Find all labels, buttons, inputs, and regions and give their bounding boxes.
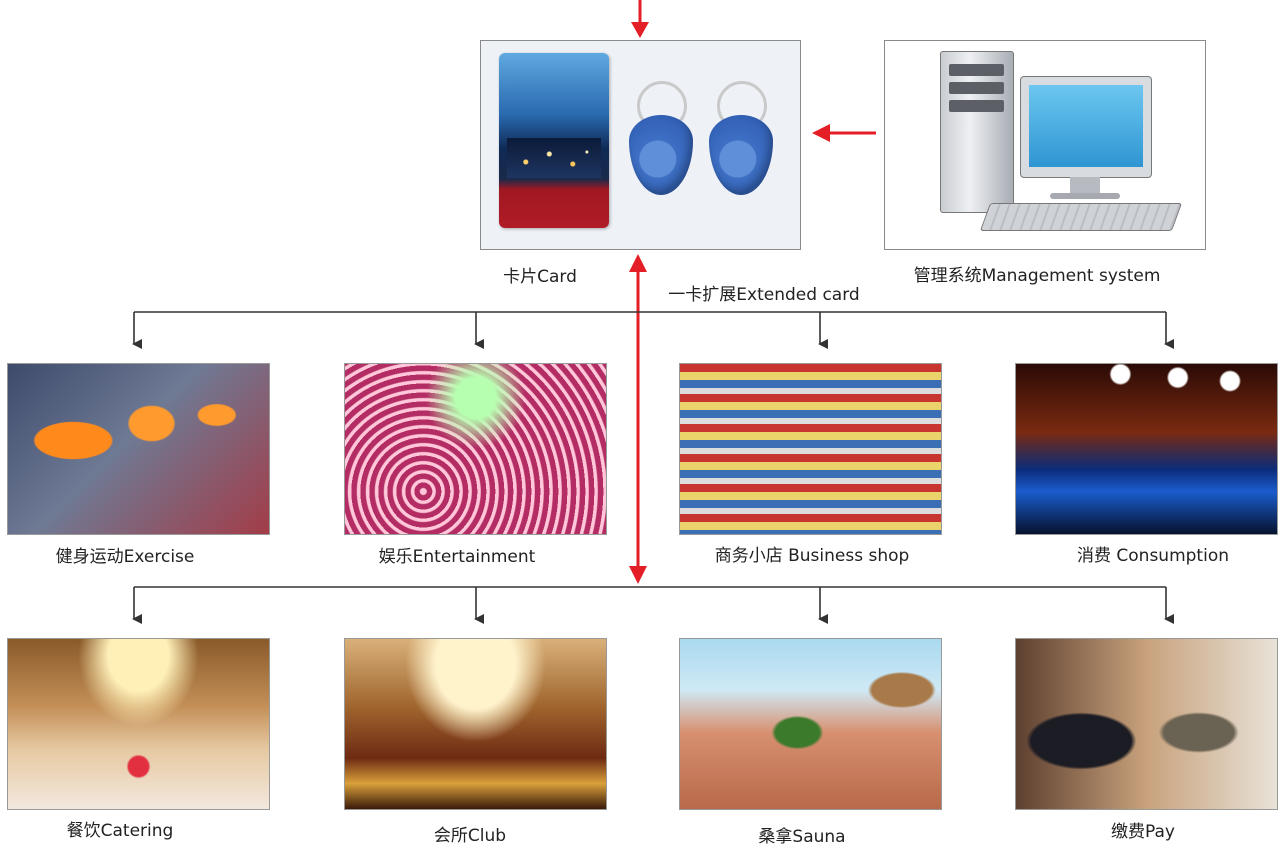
pay-photo [1015, 638, 1278, 810]
catering-photo [7, 638, 270, 810]
entertainment-photo [344, 363, 607, 535]
row1-label-exercise: 健身运动Exercise [55, 547, 195, 567]
row1-label-business-shop: 商务小店 Business shop [714, 546, 910, 566]
row1-label-consumption: 消费 Consumption [1077, 546, 1229, 566]
row2-label-pay: 缴费Pay [1111, 822, 1175, 842]
sauna-photo [679, 638, 942, 810]
arrow-into-card [631, 0, 649, 38]
keyboard-icon [979, 203, 1183, 231]
arrow-management-to-card [812, 124, 876, 142]
keyfob-icon [709, 81, 773, 201]
extended-card-label: 一卡扩展Extended card [668, 285, 860, 305]
row2-label-sauna: 桑拿Sauna [758, 827, 846, 847]
management-system-panel [884, 40, 1206, 250]
card-city-image [507, 138, 601, 178]
consumption-photo [1015, 363, 1278, 535]
business-shop-photo [679, 363, 942, 535]
monitor-icon [1020, 76, 1152, 178]
keyfob-icon [629, 81, 693, 201]
arrow-card-extension-vertical [629, 254, 647, 584]
row2-label-club: 会所Club [433, 826, 507, 846]
exercise-photo [7, 363, 270, 535]
pc-tower-icon [940, 51, 1014, 213]
row1-label-entertainment: 娱乐Entertainment [378, 547, 536, 567]
card-panel [480, 40, 801, 250]
management-system-label: 管理系统Management system [913, 266, 1161, 286]
row2-label-catering: 餐饮Catering [66, 821, 174, 841]
club-photo [344, 638, 607, 810]
card-label: 卡片Card [503, 267, 577, 287]
connector-row1 [132, 311, 1174, 349]
connector-row2 [132, 586, 1174, 624]
rfid-card-icon [499, 53, 609, 228]
